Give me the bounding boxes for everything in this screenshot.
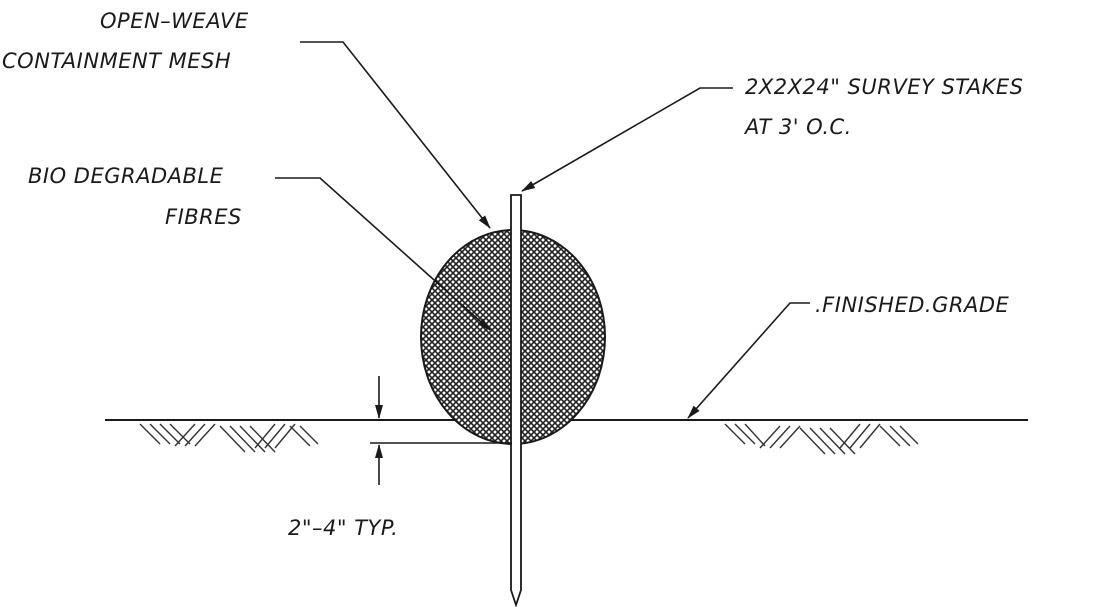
stakes-label-line2: AT 3' O.C. <box>743 115 852 139</box>
fibres-label-line1: BIO DEGRADABLE <box>28 164 224 188</box>
depth-dimension <box>370 376 512 485</box>
mesh-label-line1: OPEN–WEAVE <box>100 9 249 33</box>
grade-leader <box>687 302 810 419</box>
fibres-leader <box>275 177 491 331</box>
fibres-label-line2: FIBRES <box>165 205 242 229</box>
depth-label: 2"–4" TYP. <box>288 516 398 540</box>
survey-stake <box>510 194 522 607</box>
stakes-label-line1: 2X2X24" SURVEY STAKES <box>745 75 1023 99</box>
soil-hatch-right <box>724 423 919 455</box>
grade-label: .FINISHED.GRADE <box>815 293 1009 317</box>
stakes-leader <box>521 87 733 192</box>
mesh-leader <box>300 41 491 229</box>
soil-hatch-left <box>139 423 319 453</box>
mesh-label-line2: CONTAINMENT MESH <box>2 49 231 73</box>
